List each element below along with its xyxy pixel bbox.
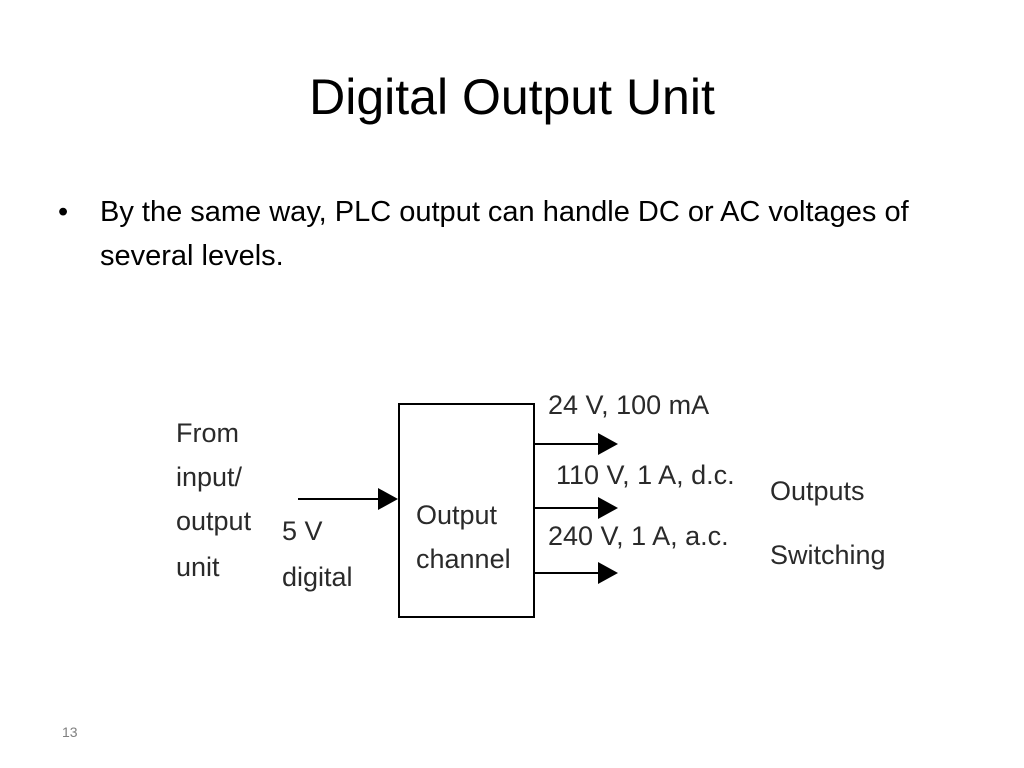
source-label-line-1: From <box>176 418 239 448</box>
source-label-line-3: output <box>176 506 252 536</box>
switching-label: Switching <box>770 540 886 570</box>
bullet-list: • By the same way, PLC output can handle… <box>58 190 958 278</box>
output-level-1: 24 V, 100 mA <box>548 390 709 420</box>
block-label-line-2: channel <box>416 544 511 574</box>
input-signal-line-1: 5 V <box>282 516 323 546</box>
block-label-line-1: Output <box>416 500 498 530</box>
input-arrowhead <box>378 488 398 510</box>
source-label-line-4: unit <box>176 552 220 582</box>
output-arrowhead-1 <box>598 433 618 455</box>
input-signal-line-2: digital <box>282 562 353 592</box>
slide-title: Digital Output Unit <box>309 69 715 125</box>
bullet-marker: • <box>58 196 69 228</box>
output-level-2: 110 V, 1 A, d.c. <box>556 460 735 490</box>
output-channel-block <box>398 403 535 618</box>
page-number: 13 <box>62 724 78 740</box>
output-arrowhead-2 <box>598 497 618 519</box>
outputs-label: Outputs <box>770 476 865 506</box>
output-arrowhead-3 <box>598 562 618 584</box>
bullet-item: • By the same way, PLC output can handle… <box>58 190 958 278</box>
output-level-3: 240 V, 1 A, a.c. <box>548 521 729 551</box>
bullet-text: By the same way, PLC output can handle D… <box>100 196 909 272</box>
source-label-line-2: input/ <box>176 462 243 492</box>
